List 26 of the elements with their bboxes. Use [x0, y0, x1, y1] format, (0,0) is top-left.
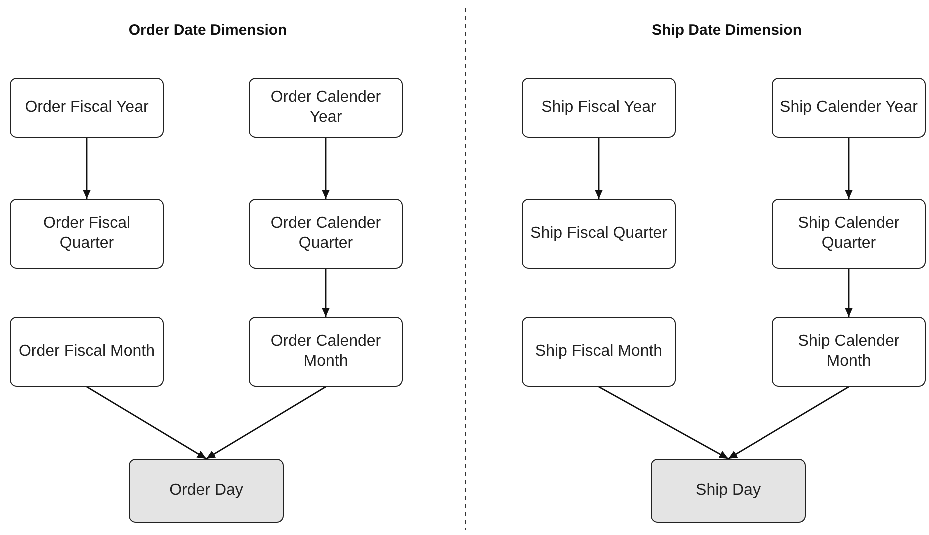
arrow	[83, 138, 91, 199]
arrow	[598, 386, 729, 460]
level-box: Order Fiscal Quarter	[10, 199, 164, 269]
arrow	[322, 138, 330, 199]
level-box: Ship Calender Month	[772, 317, 926, 387]
arrow	[845, 138, 853, 199]
section-title: Order Date Dimension	[128, 22, 288, 39]
arrow	[595, 138, 603, 199]
level-box: Order Calender Month	[249, 317, 403, 387]
arrow	[322, 269, 330, 317]
level-box: Ship Fiscal Month	[522, 317, 676, 387]
day-box: Order Day	[129, 459, 284, 523]
level-box: Ship Calender Year	[772, 78, 926, 138]
level-box: Ship Fiscal Quarter	[522, 199, 676, 269]
day-box: Ship Day	[651, 459, 806, 523]
arrow	[206, 386, 326, 460]
level-box: Ship Calender Quarter	[772, 199, 926, 269]
level-box: Order Calender Year	[249, 78, 403, 138]
arrow	[728, 386, 850, 460]
level-box: Order Fiscal Year	[10, 78, 164, 138]
arrow	[845, 269, 853, 317]
level-box: Order Calender Quarter	[249, 199, 403, 269]
arrow	[86, 386, 207, 460]
level-box: Ship Fiscal Year	[522, 78, 676, 138]
level-box: Order Fiscal Month	[10, 317, 164, 387]
section-title: Ship Date Dimension	[652, 22, 802, 39]
